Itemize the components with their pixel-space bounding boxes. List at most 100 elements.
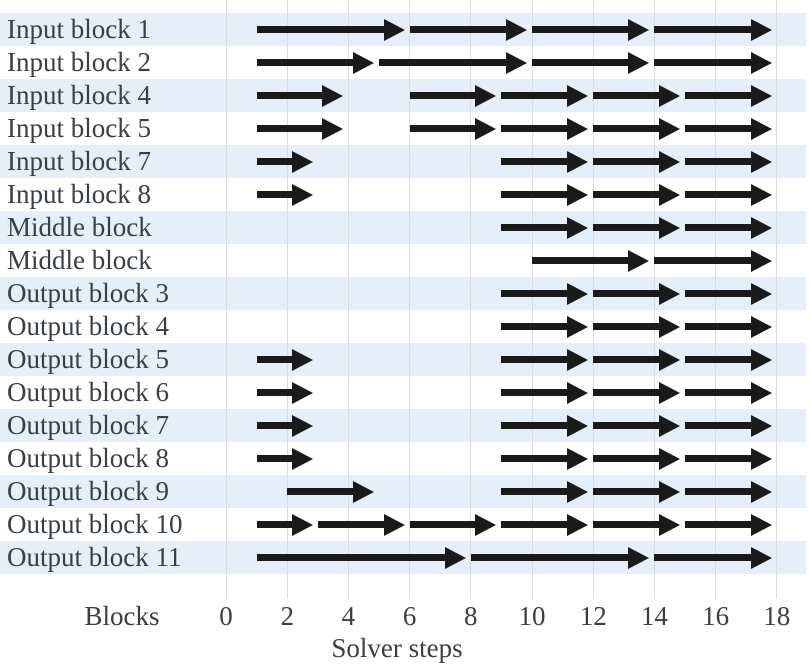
x-tick-label: 18 — [763, 601, 791, 631]
arrow-head-icon — [291, 348, 313, 371]
arrow-head-icon — [567, 150, 589, 173]
solver-step-arrow — [501, 117, 589, 140]
solver-step-arrow — [593, 150, 680, 173]
arrow-head-icon — [567, 480, 589, 503]
solver-step-arrow — [501, 282, 589, 305]
arrow-head-icon — [567, 282, 589, 305]
solver-step-arrow — [685, 282, 772, 305]
solver-step-arrow — [256, 447, 313, 470]
arrow-head-icon — [628, 249, 650, 272]
arrow-head-icon — [658, 414, 680, 437]
row-label: Input block 7 — [7, 146, 151, 176]
solver-step-arrow — [501, 381, 589, 404]
arrow-shaft — [593, 125, 662, 132]
solver-step-arrow — [593, 414, 680, 437]
gridline — [776, 0, 778, 598]
arrow-shaft — [654, 554, 754, 561]
gridline — [409, 0, 411, 598]
arrow-shaft — [501, 323, 571, 330]
arrow-shaft — [685, 158, 754, 165]
row-label: Output block 5 — [7, 344, 169, 374]
arrow-head-icon — [291, 447, 313, 470]
gridline — [286, 0, 288, 598]
solver-step-arrow — [256, 546, 466, 569]
solver-step-arrow — [256, 414, 313, 437]
arrow-shaft — [685, 191, 754, 198]
solver-step-arrow — [685, 183, 772, 206]
arrow-head-icon — [658, 513, 680, 536]
solver-step-arrow — [317, 513, 405, 536]
row-label: Output block 3 — [7, 278, 169, 308]
solver-step-arrow — [256, 381, 313, 404]
arrow-head-icon — [750, 150, 772, 173]
solver-step-arrow — [654, 249, 772, 272]
arrow-shaft — [685, 125, 754, 132]
arrow-shaft — [685, 224, 754, 231]
arrow-shaft — [501, 125, 571, 132]
arrow-head-icon — [567, 348, 589, 371]
solver-step-arrow — [685, 414, 772, 437]
arrow-head-icon — [658, 84, 680, 107]
arrow-shaft — [470, 554, 632, 561]
arrow-head-icon — [658, 381, 680, 404]
solver-step-arrow — [501, 513, 589, 536]
arrow-head-icon — [475, 117, 497, 140]
arrow-shaft — [532, 26, 632, 33]
arrow-shaft — [685, 521, 754, 528]
x-tick-label: 10 — [518, 601, 546, 631]
row-label: Output block 8 — [7, 443, 169, 473]
solver-step-arrow — [501, 84, 589, 107]
arrow-head-icon — [291, 150, 313, 173]
arrow-shaft — [501, 356, 571, 363]
solver-step-arrow — [501, 150, 589, 173]
arrow-shaft — [593, 422, 662, 429]
solver-step-arrow — [256, 183, 313, 206]
arrow-shaft — [256, 26, 387, 33]
solver-step-arrow — [501, 216, 589, 239]
solver-step-arrow — [287, 480, 374, 503]
arrow-head-icon — [658, 216, 680, 239]
arrow-head-icon — [567, 447, 589, 470]
solver-step-arrow — [685, 84, 772, 107]
arrow-shaft — [654, 59, 754, 66]
arrow-head-icon — [383, 513, 405, 536]
arrow-shaft — [593, 488, 662, 495]
arrow-shaft — [593, 290, 662, 297]
solver-step-arrow — [256, 117, 344, 140]
arrow-head-icon — [352, 480, 374, 503]
gridline — [470, 0, 472, 598]
solver-step-arrow — [685, 315, 772, 338]
x-tick-label: 8 — [464, 601, 478, 631]
row-label: Input block 2 — [7, 47, 151, 77]
solver-step-arrow — [593, 447, 680, 470]
arrow-shaft — [501, 521, 571, 528]
arrow-shaft — [256, 59, 356, 66]
arrow-shaft — [685, 92, 754, 99]
arrow-head-icon — [750, 315, 772, 338]
arrow-shaft — [593, 224, 662, 231]
arrow-head-icon — [291, 513, 313, 536]
arrow-shaft — [685, 389, 754, 396]
arrow-head-icon — [750, 282, 772, 305]
solver-step-arrow — [501, 480, 589, 503]
row-label: Output block 7 — [7, 410, 169, 440]
arrow-head-icon — [291, 381, 313, 404]
gridline — [715, 0, 717, 598]
arrow-shaft — [593, 356, 662, 363]
solver-step-arrow — [593, 183, 680, 206]
arrow-shaft — [409, 521, 479, 528]
arrow-head-icon — [567, 381, 589, 404]
solver-step-arrow — [593, 513, 680, 536]
arrow-shaft — [593, 323, 662, 330]
arrow-head-icon — [383, 18, 405, 41]
solver-step-arrow — [654, 546, 772, 569]
solver-step-arrow — [409, 513, 497, 536]
arrow-shaft — [501, 488, 571, 495]
row-label: Input block 1 — [7, 14, 151, 44]
gridline — [347, 0, 349, 598]
arrow-head-icon — [291, 183, 313, 206]
solver-step-arrow — [685, 117, 772, 140]
x-axis-title: Solver steps — [331, 633, 463, 663]
solver-step-arrow — [256, 51, 374, 74]
